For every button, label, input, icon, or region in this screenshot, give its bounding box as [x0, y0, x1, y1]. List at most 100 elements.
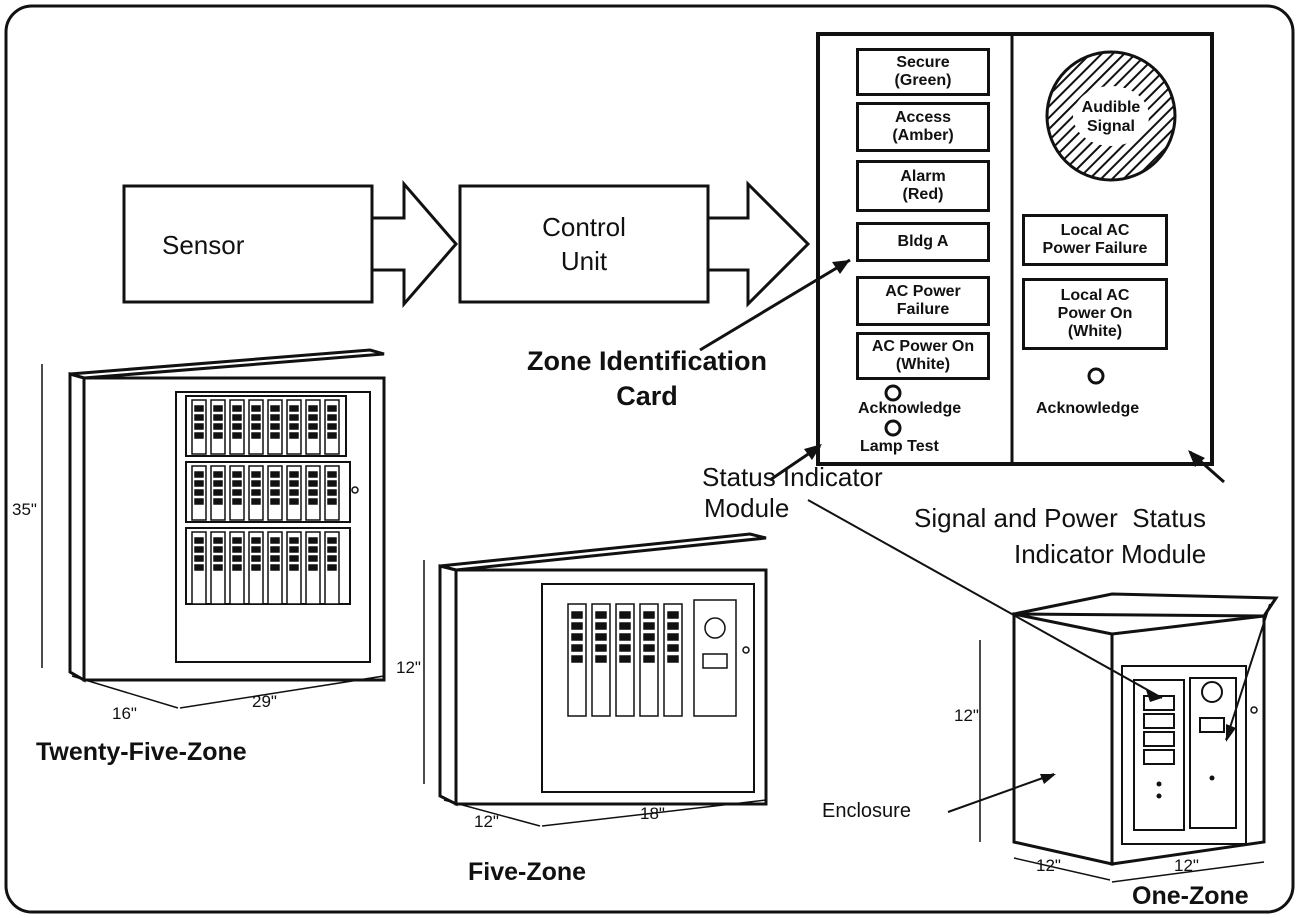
signal-module-leader	[1225, 603, 1271, 741]
one-zone-label: One-Zone	[1132, 882, 1249, 910]
zone-card-lamp	[213, 423, 223, 430]
zone-card-lamp	[289, 405, 299, 412]
tfz-height-dim: 35"	[12, 500, 37, 519]
signal-indicator-0-line-0: Local AC	[1060, 222, 1130, 239]
flow-arrow-1	[370, 179, 458, 309]
zone-card-lamp	[251, 555, 261, 562]
status-indicator-4-line-0: AC Power	[885, 283, 961, 300]
five-zone-cabinet	[438, 532, 768, 807]
sensor-label: Sensor	[162, 230, 245, 260]
zone-card-lamp	[194, 432, 204, 439]
oz-height-dim: 12"	[954, 706, 979, 725]
zone-card-lamp	[251, 432, 261, 439]
tfz-depth-dim: 16"	[112, 704, 137, 723]
acknowledge-button-status	[884, 384, 902, 402]
enclosure-label: Enclosure	[822, 800, 911, 822]
zone-card-lamp	[643, 644, 655, 652]
zone-card-lamp	[251, 489, 261, 496]
audible-line-1: Audible	[1081, 99, 1141, 116]
zone-card-lamp	[289, 414, 299, 421]
acknowledge-label-signal: Acknowledge	[1036, 400, 1140, 417]
status-indicator-0-line-0: Secure	[896, 54, 950, 71]
zone-card-line-1: Zone Identification	[527, 346, 767, 376]
signal-power-module-label: Signal and Power Status Indicator Module	[914, 500, 1206, 572]
fz-depth-dim: 12"	[474, 812, 499, 831]
zone-card-lamp	[194, 414, 204, 421]
control-unit-box	[458, 184, 710, 304]
zone-card-pointer	[699, 258, 851, 352]
zone-card-lamp	[327, 423, 337, 430]
status-indicator-5-line-0: AC Power On	[871, 338, 975, 355]
fz-height-dim: 12"	[396, 658, 421, 677]
zone-identification-card-label: Zone Identification Card	[502, 344, 792, 414]
zone-card-lamp	[194, 423, 204, 430]
zone-card-lamp	[327, 471, 337, 478]
zone-card-lamp	[213, 405, 223, 412]
zone-card-lamp	[270, 498, 280, 505]
audible-signal-label: Audible Signal	[1071, 98, 1151, 136]
zone-card-lamp	[619, 622, 631, 630]
zone-card-lamp	[308, 471, 318, 478]
zone-card-lamp	[251, 498, 261, 505]
zone-card-lamp	[571, 633, 583, 641]
zone-card-lamp	[308, 546, 318, 553]
zone-card-lamp	[213, 480, 223, 487]
status-module-leader	[807, 499, 1163, 699]
audible-signal-label-bg	[1073, 86, 1149, 146]
zone-card-lamp	[308, 414, 318, 421]
zone-card-lamp	[327, 498, 337, 505]
zone-card-lamp	[194, 537, 204, 544]
zone-card-lamp	[595, 633, 607, 641]
zone-card-lamp	[232, 555, 242, 562]
enclosure-leader	[947, 773, 1055, 813]
zone-card-lamp	[667, 655, 679, 663]
zone-card-pointer-head	[832, 260, 850, 274]
zone-card-lamp	[232, 546, 242, 553]
zone-card-lamp	[251, 414, 261, 421]
zone-card-lamp	[213, 546, 223, 553]
twenty-five-zone-cabinet	[68, 348, 386, 683]
zone-card-line-2: Card	[616, 381, 678, 411]
zone-card-lamp	[327, 564, 337, 571]
zone-card-lamp	[289, 489, 299, 496]
tfz-width-dim: 29"	[252, 692, 277, 711]
status-indicator-3: Bldg A	[856, 222, 990, 262]
zone-card-lamp	[251, 471, 261, 478]
zone-card-lamp	[270, 555, 280, 562]
status-indicator-5-line-1: (White)	[895, 356, 951, 373]
zone-card-lamp	[194, 555, 204, 562]
zone-card-lamp	[643, 655, 655, 663]
acknowledge-button-signal	[1087, 367, 1105, 385]
acknowledge-label-status: Acknowledge	[858, 400, 962, 417]
oz-width-dim: 12"	[1174, 856, 1199, 875]
twenty-five-zone-slots	[191, 399, 340, 605]
zone-card-lamp	[213, 498, 223, 505]
zone-card-lamp	[270, 564, 280, 571]
zone-card-lamp	[270, 432, 280, 439]
zone-card-lamp	[308, 555, 318, 562]
five-zone-label: Five-Zone	[468, 858, 587, 886]
five-zone-audible-signal	[704, 617, 726, 639]
zone-card-lamp	[194, 564, 204, 571]
zone-card-lamp	[194, 480, 204, 487]
status-indicator-line-2: Module	[704, 493, 790, 523]
signal-indicator-1-line-1: Power On	[1057, 305, 1133, 322]
zone-card-lamp	[571, 644, 583, 652]
zone-card-lamp	[251, 564, 261, 571]
zone-card-lamp	[251, 546, 261, 553]
five-zone-power-indicator	[702, 653, 728, 669]
zone-card-lamp	[308, 498, 318, 505]
sensor-box	[122, 184, 374, 304]
zone-card-lamp	[643, 611, 655, 619]
zone-card-lamp	[289, 423, 299, 430]
zone-card-lamp	[595, 622, 607, 630]
zone-card-lamp	[289, 564, 299, 571]
five-zone-slots	[567, 599, 737, 717]
zone-card-lamp	[308, 432, 318, 439]
zone-card-lamp	[270, 423, 280, 430]
zone-card-lamp	[213, 471, 223, 478]
zone-card-lamp	[251, 480, 261, 487]
zone-card-lamp	[308, 480, 318, 487]
